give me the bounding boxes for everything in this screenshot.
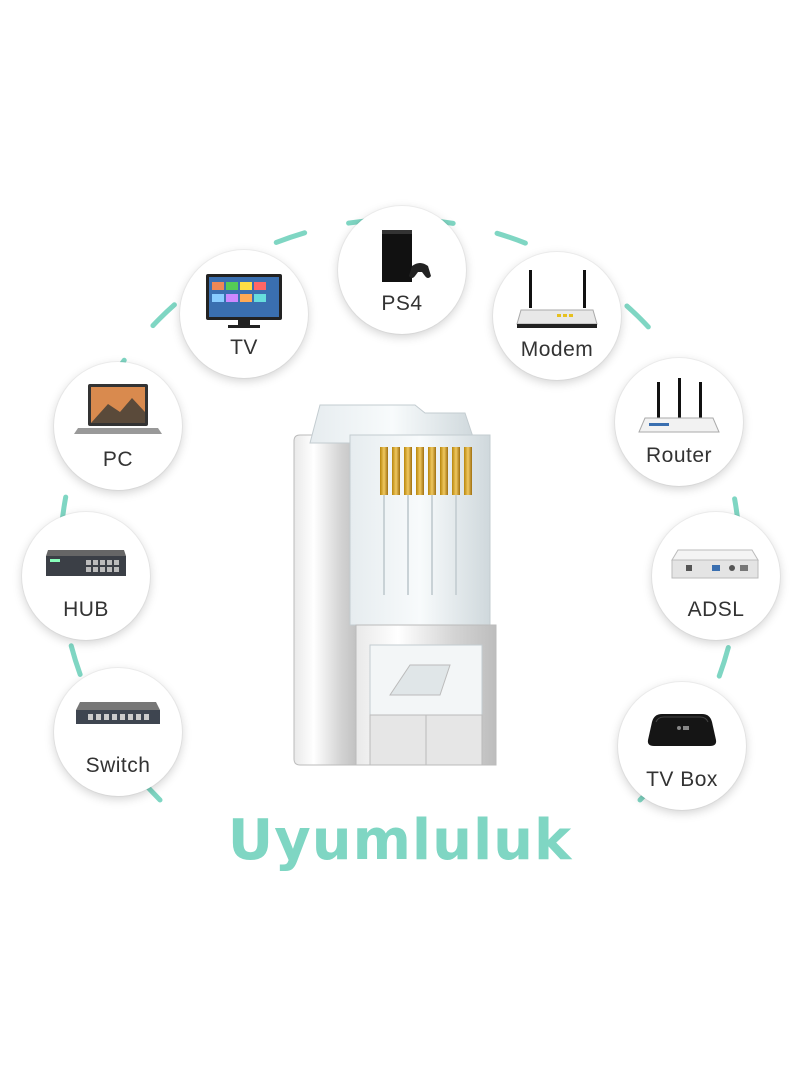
- device-label: PC: [102, 448, 134, 471]
- device-ps4: PS4: [338, 206, 466, 334]
- device-tv-box: TV Box: [618, 682, 746, 810]
- tv-box-icon: [647, 714, 717, 746]
- switch-icon: [76, 702, 160, 724]
- device-label: TV: [230, 336, 258, 359]
- device-adsl: ADSL: [652, 512, 780, 640]
- device-pc: PC: [54, 362, 182, 490]
- device-tv: TV: [180, 250, 308, 378]
- laptop-icon: [74, 384, 162, 434]
- device-label: ADSL: [687, 598, 745, 621]
- device-router: Router: [615, 358, 743, 486]
- adsl-icon: [671, 549, 759, 579]
- device-label: HUB: [63, 598, 109, 621]
- device-label: Switch: [85, 754, 151, 777]
- modem-icon: [516, 270, 598, 328]
- device-hub: HUB: [22, 512, 150, 640]
- tv-icon: [206, 274, 282, 328]
- hub-icon: [46, 550, 126, 576]
- rj45-connector-icon: [293, 404, 497, 766]
- router-icon: [638, 378, 720, 433]
- device-label: TV Box: [646, 768, 718, 791]
- device-label: Router: [645, 444, 713, 467]
- device-label: Modem: [520, 338, 594, 361]
- device-label: PS4: [381, 292, 423, 315]
- device-switch: Switch: [54, 668, 182, 796]
- device-modem: Modem: [493, 252, 621, 380]
- ps4-console-icon: [382, 230, 431, 282]
- page-title: Uyumluluk: [227, 808, 573, 873]
